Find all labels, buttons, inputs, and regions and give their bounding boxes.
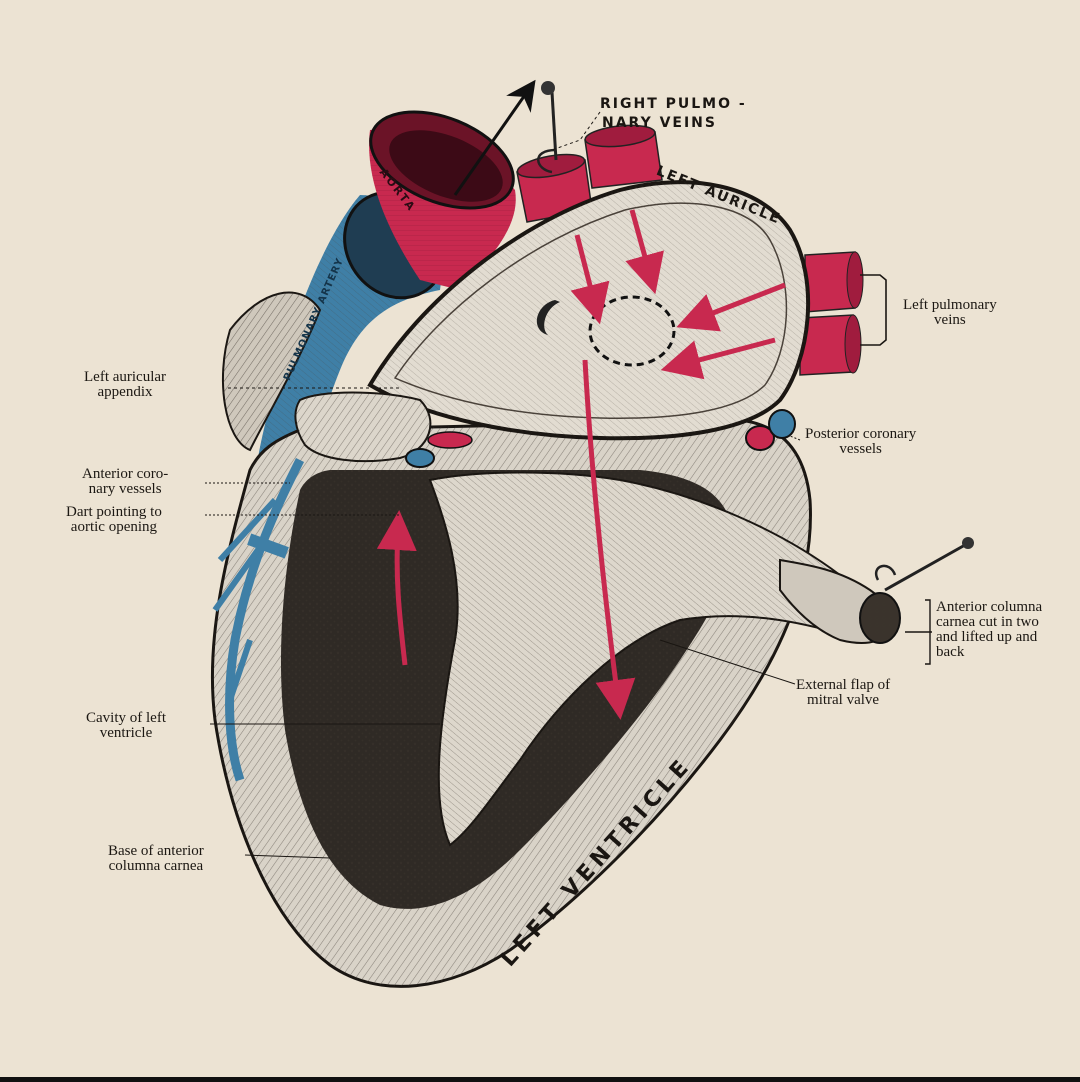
coronary-vessels	[212, 409, 796, 782]
leader-lines	[205, 111, 932, 859]
bottom-edge-bar	[0, 1077, 1080, 1082]
flow-arrows	[376, 209, 786, 720]
label-right-pulmonary-veins-line2: NARY VEINS	[602, 115, 717, 131]
mitral-valve-flap	[428, 471, 974, 847]
left-pulmonary-veins	[799, 251, 864, 376]
dart-pin	[453, 79, 558, 196]
auricular-appendix	[221, 291, 432, 463]
label-right-pulmonary-veins-line1: RIGHT PULMO -	[600, 96, 747, 112]
label-anterior-coronary-vessels: Anterior coro-nary vessels	[82, 466, 169, 497]
